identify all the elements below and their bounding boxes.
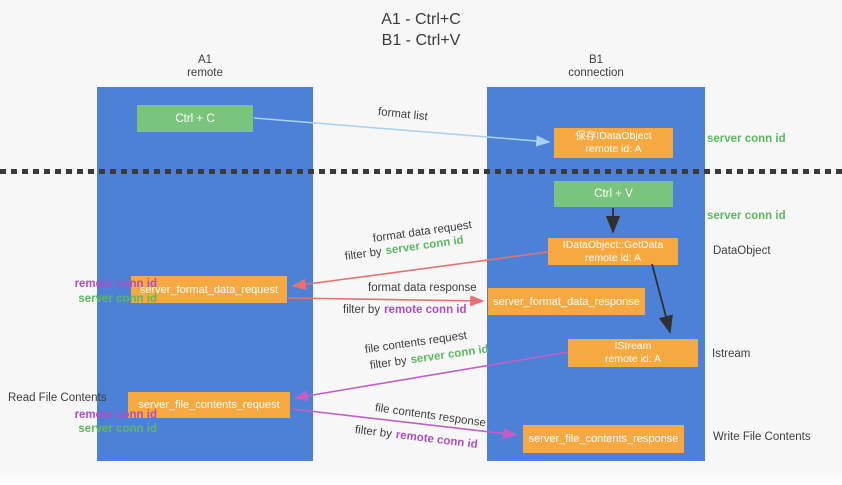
bottom-fade-strip xyxy=(0,471,842,485)
label-server-conn-id-right-top: server conn id xyxy=(707,133,786,145)
separator-dotted-line xyxy=(0,169,842,174)
label-format-list: format list xyxy=(377,106,429,124)
filter-by-value: remote conn id xyxy=(395,429,479,452)
node-istream: IStream remote id: A xyxy=(568,339,698,367)
node-server-file-contents-response: server_file_contents_response xyxy=(523,425,684,453)
filter-by-value: remote conn id xyxy=(384,304,467,316)
node-istream-line2: remote id: A xyxy=(604,353,662,365)
label-file-contents-response: file contents response xyxy=(374,402,487,430)
label-server-conn-id-left-2: server conn id xyxy=(78,423,157,435)
node-idataobject-getdata: IDataObject::GetData remote id: A xyxy=(548,238,678,265)
column-a1-name: A1 xyxy=(197,54,213,66)
column-b1-role: connection xyxy=(568,67,624,79)
node-server-format-data-response-label: server_format_data_response xyxy=(493,295,640,308)
label-server-conn-id-left-1: server conn id xyxy=(78,293,157,305)
label-write-file-contents: Write File Contents xyxy=(713,431,811,443)
label-remote-conn-id-left-2: remote conn id xyxy=(74,409,157,421)
column-a1-role: remote xyxy=(187,67,223,79)
label-istream: Istream xyxy=(712,348,751,360)
node-istream-line1: IStream xyxy=(614,340,652,352)
node-ctrl-v-label: Ctrl + V xyxy=(594,188,633,200)
column-a1-header: A1 remote xyxy=(97,54,313,80)
arrow-format-data-response xyxy=(287,295,485,307)
node-save-idataobject-line2: remote id: A xyxy=(585,143,642,155)
node-server-file-contents-request-label: server_file_contents_request xyxy=(138,399,280,411)
filter-by-text: filter by xyxy=(343,304,381,316)
label-remote-conn-id-left-1: remote conn id xyxy=(74,278,157,290)
column-b1-header: B1 connection xyxy=(487,54,705,80)
filter-by-text: filter by xyxy=(344,245,383,263)
label-server-conn-id-right-mid: server conn id xyxy=(707,210,786,222)
node-idataobject-getdata-line2: remote id: A xyxy=(584,251,642,264)
node-server-file-contents-request: server_file_contents_request xyxy=(128,392,290,418)
title-line-1: A1 - Ctrl+C xyxy=(381,11,461,28)
title-line-2: B1 - Ctrl+V xyxy=(381,32,461,49)
node-ctrl-v: Ctrl + V xyxy=(554,181,673,207)
diagram-title: A1 - Ctrl+C B1 - Ctrl+V xyxy=(0,9,842,51)
node-server-format-data-response: server_format_data_response xyxy=(488,288,645,315)
node-save-idataobject: 保存IDataObject remote id: A xyxy=(554,128,673,158)
node-idataobject-getdata-line1: IDataObject::GetData xyxy=(562,238,664,251)
node-save-idataobject-line1: 保存IDataObject xyxy=(575,130,652,142)
node-server-format-data-request: server_format_data_request xyxy=(131,276,287,303)
node-server-file-contents-response-label: server_file_contents_response xyxy=(528,433,679,445)
filter-by-text: filter by xyxy=(369,354,408,372)
node-ctrl-c-label: Ctrl + C xyxy=(175,112,215,125)
column-b1-name: B1 xyxy=(588,54,604,66)
node-server-format-data-request-label: server_format_data_request xyxy=(139,283,279,296)
label-read-file-contents: Read File Contents xyxy=(8,392,107,404)
filter-by-text: filter by xyxy=(354,424,393,441)
node-ctrl-c: Ctrl + C xyxy=(137,105,253,132)
label-format-data-response: format data response xyxy=(368,282,477,294)
label-dataobject: DataObject xyxy=(713,245,771,257)
